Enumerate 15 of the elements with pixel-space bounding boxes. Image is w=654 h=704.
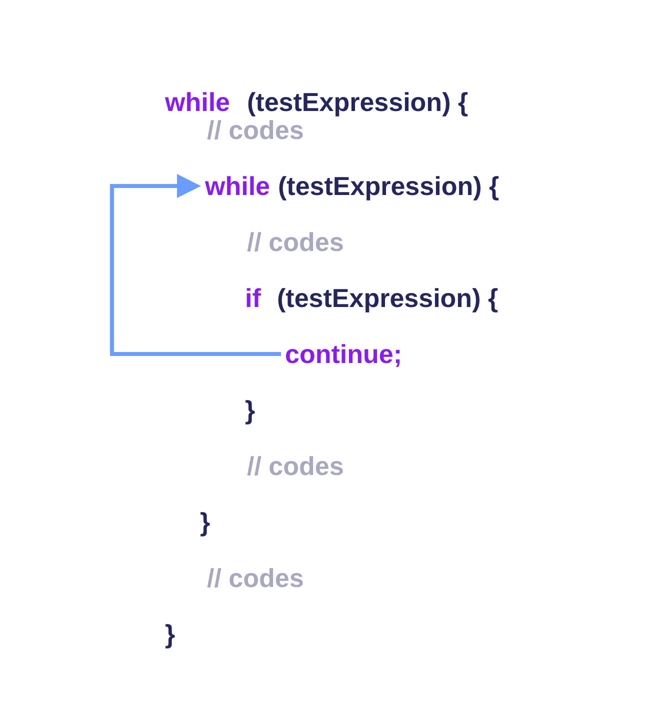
code-text: }	[245, 395, 256, 425]
code-text: // codes	[207, 563, 304, 593]
code-text: // codes	[207, 115, 304, 145]
code-text: (testExpression) {	[277, 283, 498, 313]
code-text: (testExpression) {	[278, 171, 500, 201]
code-text: (testExpression) {	[247, 87, 468, 117]
code-text: while	[205, 171, 270, 201]
code-text: }	[200, 507, 210, 537]
code-text: // codes	[247, 227, 344, 257]
code-text: if	[245, 283, 261, 313]
code-text: }	[165, 619, 176, 649]
code-text: // codes	[247, 451, 344, 481]
loop-arrow	[110, 174, 281, 356]
code-text: while	[165, 87, 230, 117]
code-text: continue;	[285, 339, 402, 369]
